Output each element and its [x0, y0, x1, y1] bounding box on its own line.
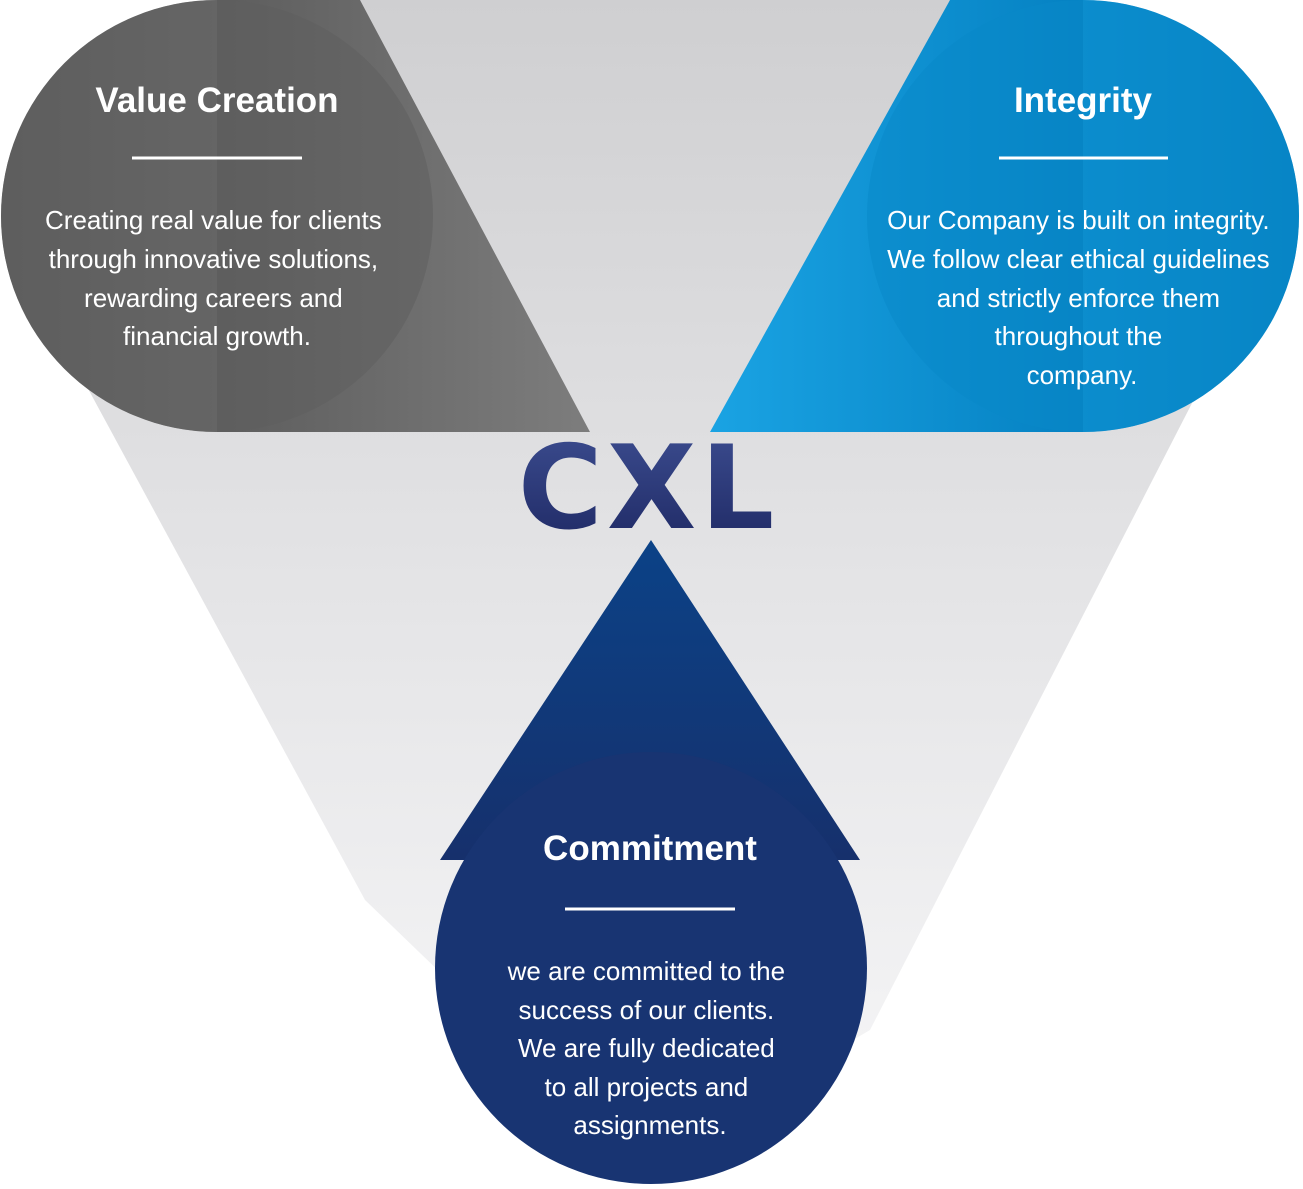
- commitment-drop: [435, 540, 867, 1184]
- integrity-line-5: company.: [1027, 360, 1138, 390]
- cxl-logo: CXL: [518, 421, 778, 556]
- commitment-line-1: we are committed to the: [507, 956, 785, 986]
- value-creation-title: Value Creation: [95, 81, 338, 120]
- commitment-description: we are committed to the success of our c…: [507, 956, 793, 1140]
- value-creation-description: Creating real value for clients through …: [45, 205, 389, 351]
- commitment-line-5: assignments.: [573, 1110, 726, 1140]
- integrity-title: Integrity: [1014, 81, 1153, 120]
- integrity-line-4: throughout the: [995, 321, 1163, 351]
- integrity-drop: [710, 0, 1299, 432]
- value-creation-line-2: through innovative solutions,: [49, 244, 379, 274]
- integrity-line-1: Our Company is built on integrity.: [887, 205, 1269, 235]
- integrity-description: Our Company is built on integrity. We fo…: [887, 205, 1277, 390]
- commitment-line-4: to all projects and: [544, 1072, 748, 1102]
- integrity-line-3: and strictly enforce them: [937, 283, 1220, 313]
- commitment-line-2: success of our clients.: [518, 995, 774, 1025]
- commitment-line-3: We are fully dedicated: [518, 1033, 775, 1063]
- value-creation-drop: [1, 0, 590, 432]
- integrity-line-2: We follow clear ethical guidelines: [887, 244, 1270, 274]
- value-creation-line-3: rewarding careers and: [84, 283, 343, 313]
- commitment-title: Commitment: [543, 829, 757, 868]
- value-creation-line-1: Creating real value for clients: [45, 205, 382, 235]
- value-creation-line-4: financial growth.: [123, 321, 311, 351]
